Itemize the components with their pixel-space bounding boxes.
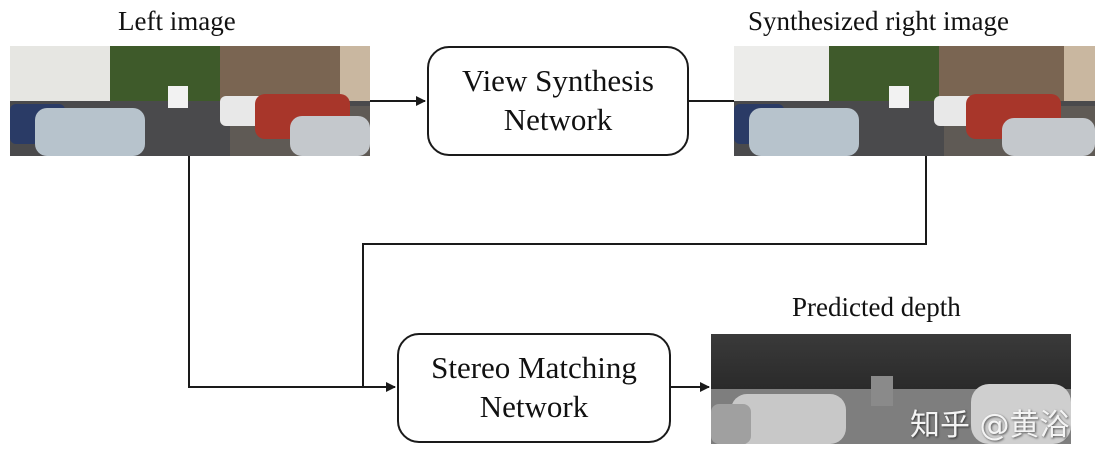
view-synthesis-line2: Network <box>503 102 613 137</box>
left-image <box>10 46 370 156</box>
synth-right-image-label: Synthesized right image <box>748 6 1009 36</box>
predicted-depth-image <box>711 334 1071 444</box>
line-right-to-stereo <box>362 156 927 387</box>
line-left-to-stereo <box>188 156 396 392</box>
synthesized-right-image <box>734 46 1095 156</box>
view-synthesis-line1: View Synthesis <box>462 63 654 99</box>
stereo-matching-line2: Network <box>479 389 589 424</box>
predicted-depth-label: Predicted depth <box>792 292 961 322</box>
stereo-matching-network-box: Stereo Matching Network <box>397 333 671 443</box>
watermark: 知乎 @黄浴 <box>910 408 1070 443</box>
stereo-matching-line1: Stereo Matching <box>431 350 637 386</box>
view-synthesis-network-box: View Synthesis Network <box>427 46 689 156</box>
left-image-label: Left image <box>118 6 236 36</box>
